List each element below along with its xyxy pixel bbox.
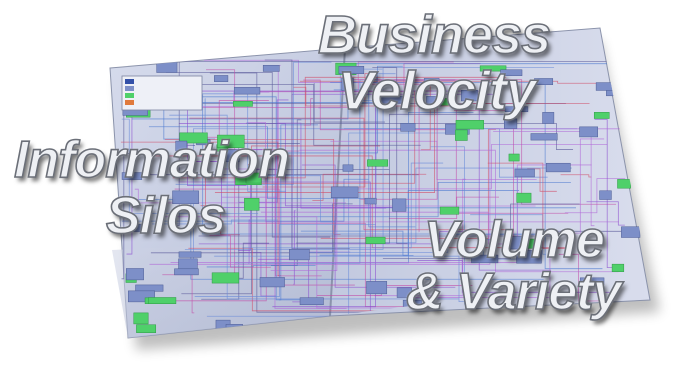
external-app-box: [456, 120, 484, 129]
application-box: [234, 87, 260, 94]
external-app-box: [617, 179, 630, 188]
external-app-box: [149, 297, 176, 303]
application-box: [401, 123, 415, 131]
application-box: [543, 112, 554, 123]
headline-velocity: Velocity: [338, 64, 535, 118]
application-box: [179, 252, 201, 257]
external-app-box: [136, 325, 155, 333]
application-box: [531, 134, 557, 141]
headline-variety: & Variety: [406, 266, 621, 318]
application-box: [596, 83, 620, 91]
legend-swatch: [125, 100, 134, 105]
headline-volume: Volume: [424, 214, 604, 266]
application-box: [214, 75, 228, 81]
external-app-box: [509, 154, 519, 161]
external-app-box: [517, 193, 531, 202]
legend-swatch: [125, 93, 134, 98]
application-box: [300, 298, 323, 305]
map-legend: [122, 76, 202, 110]
application-box: [600, 191, 612, 200]
external-app-box: [134, 313, 148, 324]
application-box: [580, 127, 598, 137]
application-box: [515, 169, 535, 177]
external-app-box: [367, 160, 387, 167]
application-box: [263, 65, 279, 71]
external-app-box: [455, 130, 467, 141]
headline-silos: Silos: [106, 190, 225, 242]
external-app-box: [244, 198, 259, 210]
external-app-box: [594, 112, 609, 118]
application-box: [343, 165, 353, 172]
legend-swatch: [125, 79, 134, 84]
application-box: [632, 64, 650, 76]
application-box: [331, 187, 358, 198]
application-box: [546, 163, 570, 172]
application-box: [534, 78, 552, 84]
application-box: [136, 285, 164, 291]
external-app-box: [212, 273, 239, 283]
application-box: [624, 137, 636, 143]
application-box: [621, 227, 640, 238]
application-box: [174, 269, 198, 275]
application-box: [365, 198, 376, 204]
application-box: [392, 199, 406, 211]
application-box: [126, 268, 143, 279]
application-box: [366, 281, 386, 293]
headline-business: Business: [318, 8, 550, 62]
headline-information: Information: [14, 134, 289, 186]
application-box: [260, 277, 285, 286]
legend-swatch: [125, 86, 134, 91]
application-box: [289, 249, 309, 260]
external-app-box: [366, 237, 385, 243]
external-app-box: [233, 101, 252, 106]
